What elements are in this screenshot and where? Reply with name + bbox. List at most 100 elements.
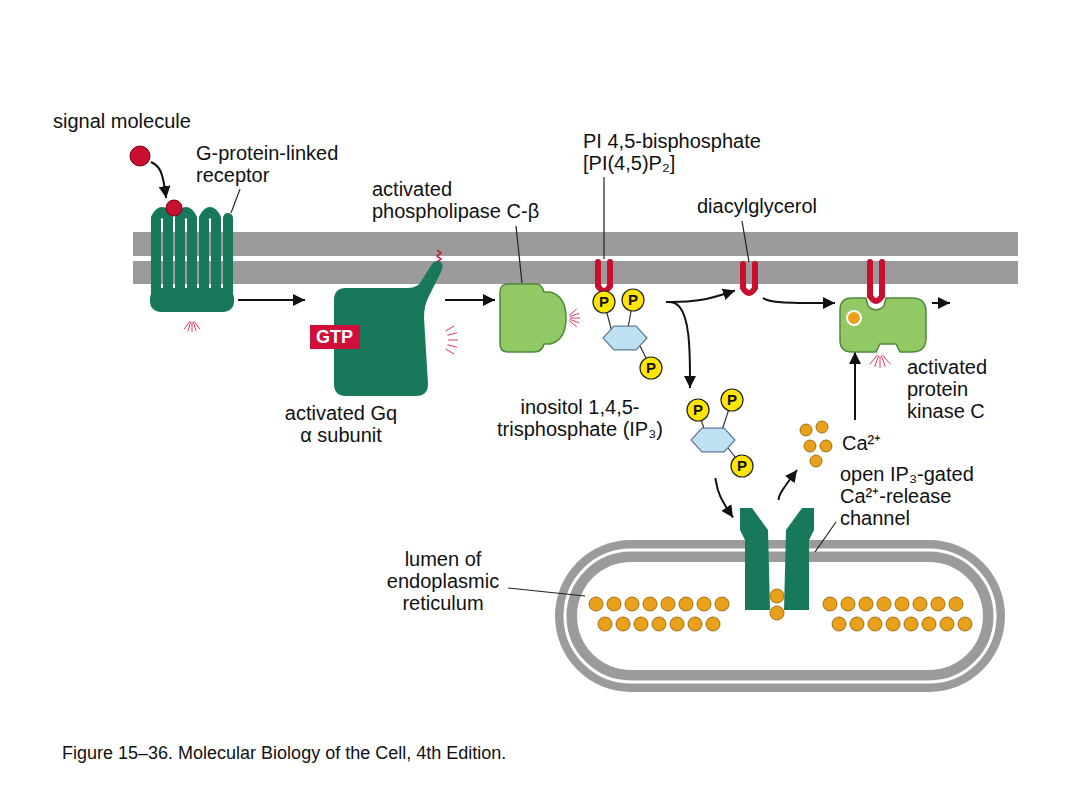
calcium-ion-dot bbox=[859, 597, 873, 611]
phosphate-circle bbox=[640, 357, 662, 379]
node-shape bbox=[733, 500, 819, 612]
calcium-ion-dot bbox=[625, 597, 639, 611]
calcium-ion-dot bbox=[589, 597, 603, 611]
phosphate-label: P bbox=[593, 291, 615, 313]
calcium-ion-dot bbox=[800, 424, 812, 436]
activation-ray bbox=[880, 356, 881, 368]
phosphate-label: P bbox=[622, 289, 644, 311]
calcium-ion-dot bbox=[688, 617, 702, 631]
membrane-midline bbox=[133, 256, 1018, 261]
activation-ray bbox=[870, 355, 878, 364]
node-label: open IP₃-gated Ca²⁺-release channel bbox=[840, 463, 1005, 529]
node-text: GTP bbox=[316, 326, 354, 348]
reaction-arrow bbox=[779, 470, 797, 500]
activation-ray bbox=[448, 340, 458, 341]
calcium-ion-dot bbox=[804, 440, 816, 452]
calcium-ion-dot bbox=[820, 440, 832, 452]
node-label: diacylglycerol bbox=[697, 195, 817, 217]
phosphate-circle bbox=[687, 399, 709, 421]
calcium-ion-dot bbox=[877, 597, 891, 611]
phosphate-label: P bbox=[687, 399, 709, 421]
reaction-arrow bbox=[715, 478, 733, 518]
phosphate-circle bbox=[622, 289, 644, 311]
activation-ray bbox=[193, 322, 196, 332]
calcium-ion-dot bbox=[715, 597, 729, 611]
calcium-ion-dot bbox=[823, 597, 837, 611]
protein-kinase-c: activated protein kinase C bbox=[835, 258, 930, 352]
node-shape bbox=[735, 262, 763, 300]
activation-ray bbox=[447, 345, 457, 348]
node-shape bbox=[148, 198, 238, 318]
activation-ray bbox=[569, 321, 577, 327]
calcium-ion-dot bbox=[643, 597, 657, 611]
calcium-ion-dot bbox=[850, 617, 864, 631]
gtp-tag: GTP bbox=[310, 325, 360, 349]
calcium-ion-dot bbox=[949, 597, 963, 611]
activation-ray bbox=[184, 321, 190, 329]
calcium-ion-dot bbox=[634, 617, 648, 631]
leader-line bbox=[508, 588, 585, 596]
ligand-dot bbox=[130, 146, 150, 166]
inositol-ring bbox=[603, 326, 647, 350]
diacylglycerol-lipid: diacylglycerol bbox=[735, 262, 763, 300]
lipid-tail bbox=[870, 262, 882, 301]
er-lumen bbox=[577, 562, 983, 670]
node-label: Ca²⁺ bbox=[842, 432, 881, 454]
channel-half bbox=[784, 508, 814, 610]
phospholipase-c: activated phospholipase C-β bbox=[495, 282, 568, 354]
er-membrane bbox=[555, 540, 1005, 692]
calcium-ion-dot bbox=[706, 617, 720, 631]
phosphate-label: P bbox=[731, 455, 753, 477]
output-arrow bbox=[932, 302, 950, 304]
activation-ray bbox=[447, 333, 457, 336]
phosphate-circle bbox=[731, 455, 753, 477]
reaction-arrow bbox=[238, 299, 305, 301]
activation-ray bbox=[570, 318, 580, 319]
calcium-ion-dot bbox=[832, 617, 846, 631]
calcium-ion-dot bbox=[816, 421, 828, 433]
reaction-arrow bbox=[666, 291, 735, 302]
part-label: lumen of endoplasmic reticulum bbox=[378, 548, 508, 614]
channel-half bbox=[740, 508, 770, 610]
calcium-ion-dot bbox=[913, 597, 927, 611]
leader-line bbox=[742, 221, 749, 262]
lipid-anchor bbox=[437, 250, 441, 262]
reaction-arrow bbox=[763, 298, 835, 303]
calcium-ion-dot bbox=[810, 455, 822, 467]
calcium-ion-dot bbox=[886, 617, 900, 631]
node-label: PI 4,5-bisphosphate [PI(4,5)P₂] bbox=[583, 130, 803, 174]
leader-line bbox=[516, 226, 522, 283]
calcium-ion-dot bbox=[904, 617, 918, 631]
calcium-ion-dot bbox=[607, 597, 621, 611]
inositol-ring bbox=[691, 428, 735, 452]
node-label: G-protein-linked receptor bbox=[196, 142, 376, 186]
node-label: activated phospholipase C-β bbox=[372, 178, 562, 222]
calcium-ions: Ca²⁺ bbox=[790, 420, 885, 470]
calcium-ion-dot bbox=[770, 606, 784, 620]
calcium-ion-dot bbox=[679, 597, 693, 611]
phosphate-label: P bbox=[640, 357, 662, 379]
reaction-arrow bbox=[445, 299, 495, 301]
calcium-ion-dot bbox=[958, 617, 972, 631]
activation-ray bbox=[446, 326, 455, 331]
receptor: G-protein-linked receptor bbox=[148, 198, 238, 318]
ca-release-channel: open IP₃-gated Ca²⁺-release channel bbox=[733, 500, 819, 612]
activation-ray bbox=[192, 322, 193, 332]
plc-body bbox=[500, 284, 566, 352]
bound-calcium bbox=[847, 311, 861, 325]
node-shape bbox=[835, 258, 930, 352]
calcium-ion-dot bbox=[697, 597, 711, 611]
node-shape bbox=[129, 145, 151, 167]
signal-molecule: signal molecule bbox=[129, 145, 151, 167]
node-label: inositol 1,4,5-trisphosphate (IP₃) bbox=[485, 396, 675, 440]
calcium-ion-dot bbox=[598, 617, 612, 631]
activation-ray bbox=[570, 313, 579, 316]
activation-ray bbox=[881, 356, 885, 367]
calcium-ion-dot bbox=[841, 597, 855, 611]
reaction-arrow bbox=[666, 302, 690, 388]
node-label: activated Gq α subunit bbox=[280, 402, 402, 446]
calcium-ion-dot bbox=[616, 617, 630, 631]
figure-caption: Figure 15–36. Molecular Biology of the C… bbox=[62, 742, 506, 764]
er-membrane-midline bbox=[565, 550, 995, 682]
